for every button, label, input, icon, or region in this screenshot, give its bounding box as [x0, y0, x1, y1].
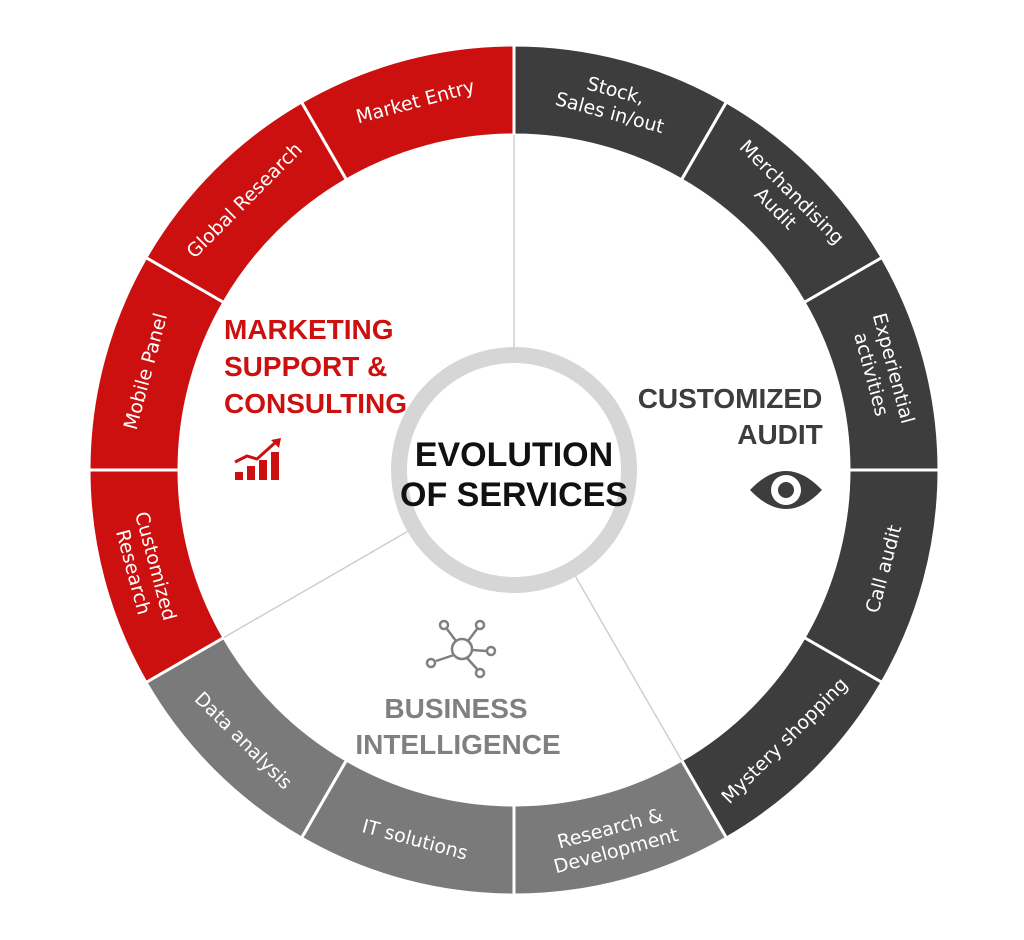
center-ring [391, 347, 637, 593]
center-title-line2: OF SERVICES [400, 476, 628, 514]
growth-chart-icon [234, 438, 281, 480]
audit-title-line1: CUSTOMIZED [638, 383, 823, 414]
section-dividers [223, 135, 683, 761]
marketing-section: MARKETING SUPPORT & CONSULTING [224, 314, 407, 480]
eye-icon [750, 471, 822, 509]
marketing-title-line1: MARKETING [224, 314, 394, 345]
center-title-line1: EVOLUTION [415, 436, 613, 474]
audit-title-line2: AUDIT [737, 419, 823, 450]
audit-section: CUSTOMIZED AUDIT [638, 383, 823, 509]
section-divider-line [223, 530, 408, 639]
section-divider-line [574, 576, 683, 761]
segment-market-entry [299, 43, 516, 182]
bi-title-line1: BUSINESS [384, 693, 527, 724]
marketing-title-line2: SUPPORT & [224, 351, 387, 382]
marketing-title-line3: CONSULTING [224, 388, 407, 419]
network-nodes-icon [425, 619, 497, 679]
bi-title-line2: INTELLIGENCE [355, 729, 560, 760]
bi-section: BUSINESS INTELLIGENCE [355, 619, 561, 760]
